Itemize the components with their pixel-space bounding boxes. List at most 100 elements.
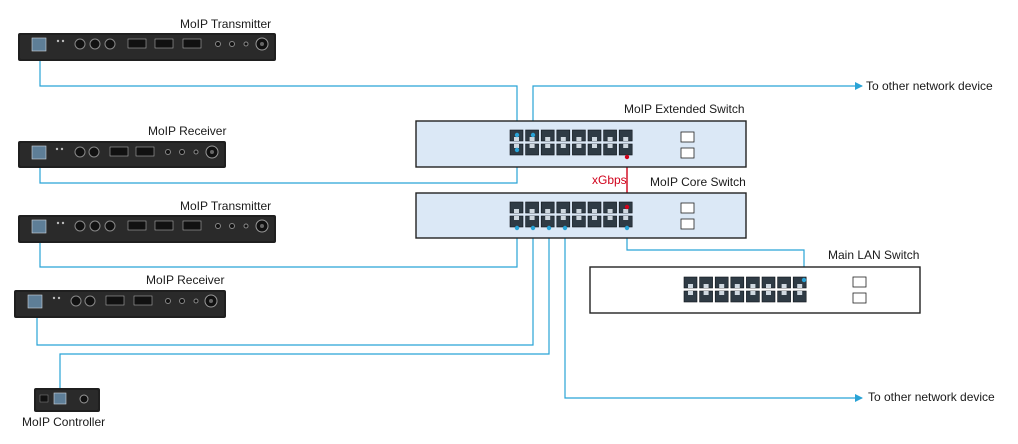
port-dot-core-3 <box>546 225 552 231</box>
controller-label: MoIP Controller <box>22 415 105 429</box>
extended-switch-port-latch-5 <box>576 137 582 141</box>
port-dot-lan-1 <box>801 277 807 283</box>
core-switch-body <box>415 192 747 239</box>
main-lan-switch-port-latch-4 <box>734 284 740 288</box>
main-lan-switch-port-bank <box>683 276 807 303</box>
to-other-device-bottom-label: To other network device <box>868 390 995 404</box>
receiver-2-audio-jack <box>70 295 82 307</box>
extended-switch-port-latch-9 <box>514 144 519 148</box>
extended-switch-port-latch-16 <box>623 144 629 148</box>
receiver-1-audio-jack <box>74 146 86 158</box>
core-switch-port-latch-15 <box>607 216 613 220</box>
core-switch: MoIP Core Switch <box>415 175 747 239</box>
main-lan-switch-port-latch-15 <box>781 291 787 295</box>
main-lan-switch-port-latch-10 <box>703 291 709 295</box>
core-switch-port-latch-13 <box>576 216 582 220</box>
receiver-2: MoIP Receiver <box>14 273 226 318</box>
main-lan-switch-sfp-2 <box>852 292 867 304</box>
main-lan-switch-port-latch-12 <box>734 291 740 295</box>
transmitter-2-hdmi-in <box>127 220 147 231</box>
extended-switch-port-latch-11 <box>545 144 551 148</box>
transmitter-1-label: MoIP Transmitter <box>180 17 271 31</box>
cable-core-to-main-lan <box>626 228 805 280</box>
port-dot-core-2 <box>530 225 536 231</box>
cable-to-other-bottom <box>564 228 863 402</box>
controller: MoIP Controller <box>22 388 105 429</box>
extended-switch: MoIP Extended Switch <box>415 102 747 168</box>
core-switch-port-latch-6 <box>592 209 597 213</box>
core-switch-port-latch-3 <box>545 209 551 213</box>
transmitter-1-hdmi-in <box>127 38 147 49</box>
receiver-2-hdmi-out <box>133 295 153 306</box>
port-dot-ext-uplink <box>624 154 630 160</box>
main-lan-switch-body <box>589 266 921 314</box>
cable-transmitter-2 <box>39 228 518 268</box>
core-switch-port-latch-12 <box>560 216 566 220</box>
core-switch-sfp-2 <box>680 218 695 230</box>
main-lan-switch-port-latch-14 <box>766 291 771 295</box>
port-dot-ext-3 <box>514 147 520 153</box>
core-switch-port-latch-10 <box>529 216 535 220</box>
main-lan-switch-port-latch-6 <box>766 284 771 288</box>
xgbps-label: xGbps <box>592 173 627 187</box>
transmitter-1-lan-port <box>31 37 47 52</box>
core-switch-port-latch-4 <box>560 209 566 213</box>
extended-switch-port-latch-10 <box>529 144 535 148</box>
receiver-2-label: MoIP Receiver <box>146 273 224 287</box>
extended-switch-port-latch-13 <box>576 144 582 148</box>
extended-switch-port-latch-7 <box>607 137 613 141</box>
core-switch-port-latch-11 <box>545 216 551 220</box>
core-switch-sfp-1 <box>680 202 695 214</box>
main-lan-switch-port-latch-3 <box>719 284 725 288</box>
main-lan-switch: Main LAN Switch <box>589 248 921 314</box>
transmitter-1: MoIP Transmitter <box>18 17 276 61</box>
main-lan-switch-port-latch-11 <box>719 291 725 295</box>
extended-switch-port-latch-12 <box>560 144 566 148</box>
extended-switch-port-latch-6 <box>592 137 597 141</box>
cable-controller <box>59 228 550 394</box>
extended-switch-port-latch-1 <box>514 137 519 141</box>
cable-to-other-top <box>532 82 863 135</box>
core-switch-port-latch-1 <box>514 209 519 213</box>
transmitter-2-audio-jack <box>74 220 86 232</box>
extended-switch-sfp-2 <box>680 147 695 159</box>
main-lan-switch-port-latch-16 <box>797 291 803 295</box>
core-switch-port-latch-5 <box>576 209 582 213</box>
transmitter-2: MoIP Transmitter <box>18 199 276 243</box>
extended-switch-port-latch-3 <box>545 137 551 141</box>
receiver-2-lan-port <box>27 294 43 309</box>
main-lan-switch-port-latch-2 <box>703 284 709 288</box>
main-lan-switch-port-latch-1 <box>688 284 693 288</box>
extended-switch-label: MoIP Extended Switch <box>624 102 745 116</box>
connection-dots <box>514 132 807 283</box>
cable-receiver-2 <box>36 228 534 346</box>
core-switch-port-latch-9 <box>514 216 519 220</box>
receiver-1-hdmi-out <box>135 146 155 157</box>
controller-lan-port <box>53 392 67 405</box>
receiver-1: MoIP Receiver <box>18 124 226 168</box>
extended-switch-port-latch-14 <box>592 144 597 148</box>
extended-switch-port-latch-8 <box>623 137 629 141</box>
port-dot-core-5 <box>624 225 630 231</box>
main-lan-switch-sfp-1 <box>852 276 867 288</box>
core-switch-label: MoIP Core Switch <box>650 175 746 189</box>
core-switch-port-bank <box>509 201 633 228</box>
transmitter-2-hdmi-out <box>182 220 202 231</box>
transmitter-2-lan-port <box>31 219 47 234</box>
extended-switch-port-latch-2 <box>529 137 535 141</box>
core-switch-port-latch-2 <box>529 209 535 213</box>
to-other-device-top-label: To other network device <box>866 79 993 93</box>
main-lan-switch-label: Main LAN Switch <box>828 248 919 262</box>
transmitter-1-hdmi-out <box>182 38 202 49</box>
cable-transmitter-1 <box>39 46 518 135</box>
main-lan-switch-port-latch-5 <box>750 284 756 288</box>
main-lan-switch-port-latch-7 <box>781 284 787 288</box>
main-lan-switch-port-latch-8 <box>797 284 803 288</box>
extended-switch-sfp-1 <box>680 131 695 143</box>
core-switch-port-latch-7 <box>607 209 613 213</box>
extended-switch-port-latch-4 <box>560 137 566 141</box>
core-switch-port-latch-14 <box>592 216 597 220</box>
main-lan-switch-port-latch-13 <box>750 291 756 295</box>
transmitter-2-label: MoIP Transmitter <box>180 199 271 213</box>
